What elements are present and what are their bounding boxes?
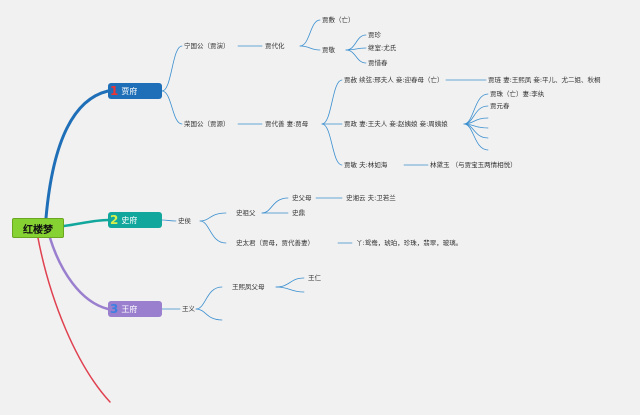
branch-shi-fu[interactable]: 2 史府 <box>108 212 162 228</box>
branch-label: 史府 <box>121 215 138 225</box>
node-jia-zhu[interactable]: 贾珠（亡）妻:李纨 <box>490 90 545 98</box>
node-wang-yi[interactable]: 王义 <box>182 305 195 313</box>
main-branch-line-4 <box>37 237 111 403</box>
node-shi-fumu[interactable]: 史父母 <box>292 194 312 202</box>
node-jia-zhen[interactable]: 贾珍 <box>368 31 381 39</box>
branch-wang-fu[interactable]: 3 王府 <box>108 301 162 317</box>
node-jia-jing[interactable]: 贾敬 <box>322 46 335 54</box>
branch-jia-fu[interactable]: 1 贾府 <box>108 83 162 99</box>
node-lin-daiyu[interactable]: 林黛玉 （与贾宝玉两情相悦） <box>430 161 517 169</box>
main-branch-line-3 <box>48 236 110 311</box>
node-shi-hou[interactable]: 史侯 <box>178 217 191 225</box>
node-jia-lian[interactable]: 贾琏 妻:王熙凤 妾:平儿、尤二姐、秋桐 <box>488 76 601 84</box>
node-rongguo[interactable]: 荣国公（贾源） <box>184 120 230 128</box>
branch-number: 3 <box>110 302 119 316</box>
node-ningguo[interactable]: 宁国公（贾演） <box>184 42 230 50</box>
branch-number: 1 <box>110 84 119 98</box>
branch-label: 贾府 <box>121 86 138 96</box>
node-jia-zheng[interactable]: 贾政 妻:王夫人 妾:赵姨娘 妾:周姨娘 <box>344 120 448 128</box>
node-jia-yuanchun[interactable]: 贾元春 <box>490 102 510 110</box>
node-shi-zufu[interactable]: 史祖父 <box>236 209 256 217</box>
node-maids[interactable]: 丫:鸳鸯，琥珀，珍珠，翡翠，玻璃。 <box>356 239 463 247</box>
branch-number: 2 <box>110 213 119 227</box>
main-branch-line-1 <box>44 89 110 220</box>
node-shi-xiangyun[interactable]: 史湘云 夫:卫若兰 <box>346 194 396 202</box>
node-jia-zhen-wife[interactable]: 继室:尤氏 <box>368 44 397 52</box>
branch-label: 王府 <box>121 304 138 314</box>
node-jia-she[interactable]: 贾赦 续弦:邢夫人 妾:迎春母（亡） <box>344 76 444 84</box>
node-wang-ren[interactable]: 王仁 <box>308 274 321 282</box>
node-jia-min[interactable]: 贾敏 夫:林如海 <box>344 161 388 169</box>
node-jia-xichun[interactable]: 贾惜春 <box>368 59 388 67</box>
node-jia-daihua[interactable]: 贾代化 <box>265 42 285 50</box>
root-node[interactable]: 红楼梦 <box>12 218 64 238</box>
main-branch-line-2 <box>62 218 110 228</box>
node-shi-taijun[interactable]: 史太君（贾母，贾代善妻） <box>236 239 314 247</box>
node-jia-daishan[interactable]: 贾代善 妻:贾母 <box>265 120 309 128</box>
node-wang-xifeng-parents[interactable]: 王熙凤父母 <box>232 283 265 291</box>
node-shi-ding[interactable]: 史鼎 <box>292 209 305 217</box>
node-jia-fu[interactable]: 贾敷（亡） <box>322 16 355 24</box>
